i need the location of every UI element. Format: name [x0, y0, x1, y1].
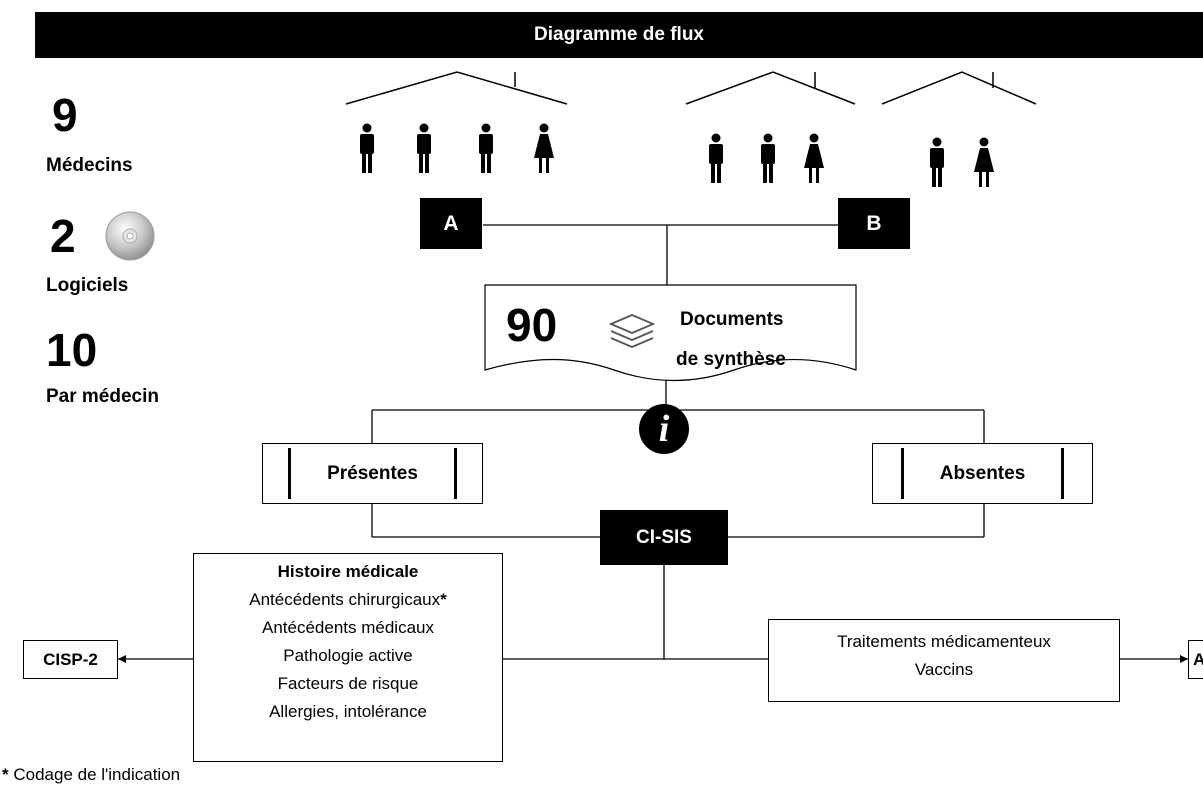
layers-icon: [607, 306, 657, 356]
medical-history-title: Histoire médicale: [277, 562, 419, 581]
info-icon-glyph: i: [658, 408, 670, 450]
house-2-roof: [685, 71, 856, 105]
documents-label-line2: de synthèse: [676, 349, 786, 370]
medical-history-box: Histoire médicale Antécédents chirurgica…: [193, 553, 503, 762]
ci-sis-box: CI-SIS: [600, 510, 728, 565]
info-icon: i: [639, 404, 689, 454]
site-a-label: A: [443, 211, 459, 235]
list-item: Antécédents médicaux: [262, 618, 434, 637]
cisp2-box: CISP-2: [23, 640, 118, 679]
asterisk-marker: *: [440, 590, 447, 609]
atc-box: ATC: [1188, 640, 1203, 679]
list-item: Allergies, intolérance: [269, 702, 427, 721]
people-icons: [360, 123, 994, 187]
list-item: Pathologie active: [283, 646, 413, 665]
per-doctor-count: 10: [46, 324, 98, 376]
doctors-count: 9: [52, 89, 78, 141]
house-1-roof: [345, 71, 568, 105]
site-b-label: B: [866, 211, 882, 235]
disc-icon: [104, 210, 156, 262]
house-3-roof: [881, 71, 1037, 105]
site-a-box: A: [420, 198, 482, 249]
footnote: * Codage de l'indication: [2, 765, 180, 785]
documents-box: [484, 284, 857, 382]
diagram-title: Diagramme de flux: [534, 24, 704, 45]
treatments-box: Traitements médicamenteux Vaccins: [768, 619, 1120, 702]
footnote-text: Codage de l'indication: [8, 765, 181, 784]
list-item: Antécédents chirurgicaux*: [194, 586, 502, 614]
list-item-label: Antécédents chirurgicaux: [249, 590, 441, 609]
cisp2-label: CISP-2: [43, 649, 98, 669]
site-b-box: B: [838, 198, 910, 249]
list-item: Facteurs de risque: [277, 674, 419, 693]
diagram-title-bar: Diagramme de flux: [35, 12, 1203, 58]
documents-count: 90: [506, 299, 558, 351]
atc-label: ATC: [1193, 649, 1203, 669]
software-count: 2: [50, 210, 76, 262]
absent-box: Absentes: [872, 443, 1093, 504]
ci-sis-label: CI-SIS: [636, 526, 692, 548]
doctors-label: Médecins: [46, 155, 133, 176]
documents-label-line1: Documents: [680, 309, 784, 330]
absent-label: Absentes: [901, 448, 1064, 499]
software-label: Logiciels: [46, 275, 129, 296]
list-item: Traitements médicamenteux: [837, 632, 1051, 651]
footnote-marker: *: [2, 765, 9, 784]
per-doctor-label: Par médecin: [46, 386, 159, 407]
present-box: Présentes: [262, 443, 483, 504]
list-item: Vaccins: [914, 660, 974, 679]
present-label: Présentes: [288, 448, 457, 499]
